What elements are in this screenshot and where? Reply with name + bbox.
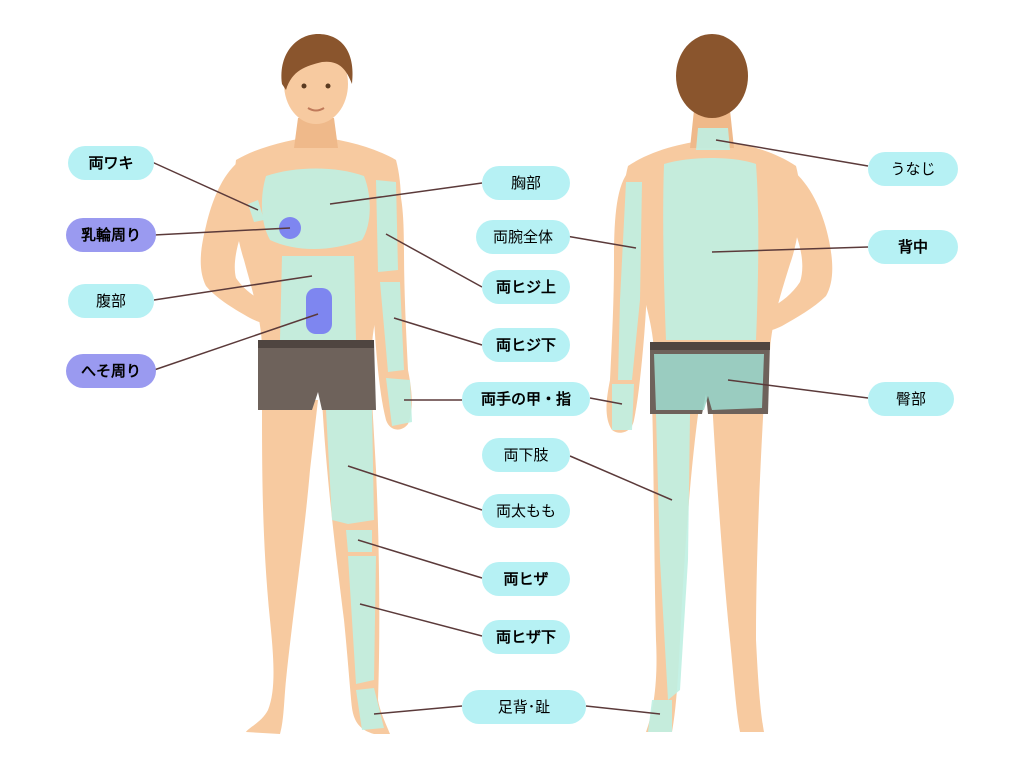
pill-denbu-text: 臀部 (896, 390, 926, 408)
zone-foot (356, 688, 384, 730)
leader-ashi-back (585, 705, 661, 715)
zone-back-hand (612, 384, 634, 430)
pill-te: 両手の甲・指 (462, 382, 590, 416)
front-left-eye (301, 83, 307, 89)
leader-kyobu (329, 182, 483, 205)
pill-ashi-text: 足背･趾 (498, 698, 551, 716)
pill-hiji-ue-text: 両ヒジ上 (496, 278, 556, 296)
zone-back (663, 158, 759, 340)
front-neck (294, 118, 338, 148)
front-right-arm (200, 162, 284, 325)
back-right-arm (751, 170, 833, 332)
zone-chest (261, 168, 370, 249)
zone-back-leg (656, 414, 690, 700)
leader-ryowan (565, 235, 637, 249)
pill-senaka: 背中 (868, 230, 958, 264)
front-hair (281, 34, 353, 90)
pill-ashi: 足背･趾 (462, 690, 586, 724)
leader-unaji (715, 139, 869, 167)
back-head (676, 34, 748, 118)
pill-hiji-shita: 両ヒジ下 (482, 328, 570, 362)
pill-heso: へそ周り (66, 354, 156, 388)
front-mouth (307, 107, 325, 112)
pill-te-text: 両手の甲・指 (481, 390, 571, 408)
pill-fukubu: 腹部 (68, 284, 154, 318)
label-pills: 両ワキ 乳輪周り 腹部 へそ周り 胸部 両腕全体 両ヒジ上 両ヒジ (66, 146, 958, 724)
back-right-leg (712, 400, 764, 732)
pill-ryowan: 両腕全体 (476, 220, 570, 254)
front-shorts-band (258, 340, 374, 348)
back-figure (606, 34, 833, 732)
pill-senaka-text: 背中 (898, 238, 928, 256)
pill-denbu: 臀部 (868, 382, 954, 416)
pill-hiji-shita-text: 両ヒジ下 (496, 336, 556, 354)
front-figure (200, 34, 412, 734)
pill-kashi: 両下肢 (482, 438, 570, 472)
zone-hand (386, 378, 412, 426)
leader-denbu (727, 379, 869, 399)
leader-hiji-shita (393, 317, 483, 346)
leader-ashi-front (373, 705, 463, 715)
leader-wakis (151, 161, 259, 211)
leader-kashi (569, 455, 673, 501)
zone-nape (696, 128, 730, 150)
leader-hiza (357, 539, 483, 579)
pill-futomomo: 両太もも (482, 494, 570, 528)
pill-hiza-text: 両ヒザ (503, 570, 548, 588)
zone-arm-full (618, 182, 642, 380)
pill-wakis: 両ワキ (68, 146, 154, 180)
pill-kashi-text: 両下肢 (503, 446, 548, 464)
pill-fukubu-text: 腹部 (96, 292, 126, 310)
pill-ryowan-text: 両腕全体 (493, 228, 553, 246)
back-shorts-band (650, 342, 770, 350)
front-shorts (258, 342, 376, 410)
zone-forearm (380, 282, 404, 372)
pill-heso-text: へそ周り (81, 362, 141, 380)
pill-nyurin-text: 乳輪周り (81, 226, 141, 244)
pill-kyobu-text: 胸部 (511, 174, 541, 192)
leader-hiji-ue (385, 233, 483, 288)
zone-upper-arm (376, 180, 398, 272)
pill-kyobu: 胸部 (482, 166, 570, 200)
zone-underarm (248, 200, 264, 222)
zone-lower-leg (348, 556, 376, 684)
leader-heso (153, 313, 319, 371)
zone-navel (306, 288, 332, 334)
leader-te-back (589, 397, 623, 405)
zone-buttocks (654, 354, 764, 410)
leader-hiza-shita (359, 603, 483, 637)
pill-hiza: 両ヒザ (482, 562, 570, 596)
pill-futomomo-text: 両太もも (496, 502, 556, 520)
pill-hiza-shita: 両ヒザ下 (482, 620, 570, 654)
pill-unaji-text: うなじ (890, 160, 935, 178)
pill-nyurin: 乳輪周り (66, 218, 156, 252)
leader-senaka (711, 246, 869, 253)
leader-futomomo (347, 465, 483, 511)
pill-hiza-shita-text: 両ヒザ下 (496, 628, 556, 646)
leader-nyurin (153, 227, 291, 236)
leader-fukubu (153, 275, 313, 301)
front-left-leg (246, 400, 318, 734)
leader-lines (151, 139, 869, 715)
front-right-eye (325, 83, 331, 89)
pill-unaji: うなじ (868, 152, 958, 186)
zone-back-foot (648, 700, 672, 732)
pill-wakis-text: 両ワキ (88, 154, 133, 172)
pill-hiji-ue: 両ヒジ上 (482, 270, 570, 304)
